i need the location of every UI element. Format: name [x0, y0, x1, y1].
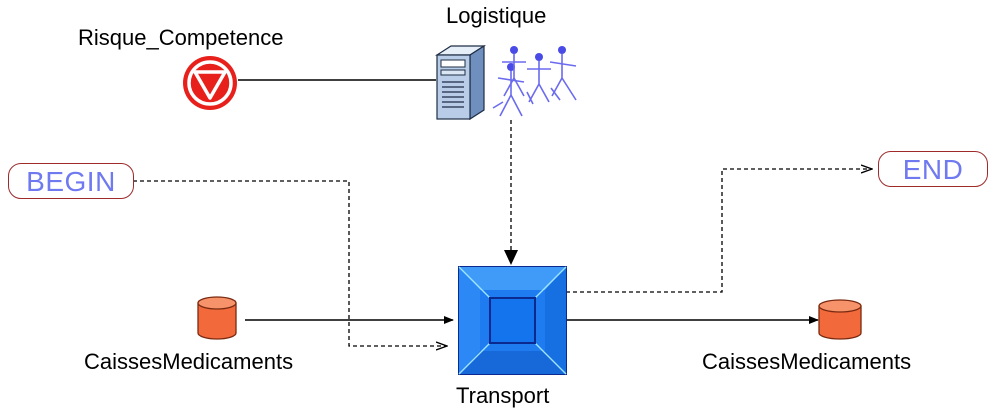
activity-label: Transport [456, 383, 550, 408]
stop-risk-icon[interactable] [183, 56, 237, 110]
begin-flow-line [133, 180, 447, 346]
resource-flow-arrowhead [504, 250, 518, 265]
end-node[interactable]: END [878, 151, 988, 187]
server-icon[interactable] [434, 44, 487, 121]
database-cylinder-icon[interactable] [818, 299, 862, 340]
database-cylinder-icon[interactable] [197, 296, 237, 340]
output-data-label: CaissesMedicaments [702, 349, 912, 374]
end-flow-line [566, 169, 872, 293]
risk-label: Risque_Competence [78, 25, 284, 50]
people-group-icon[interactable] [492, 46, 577, 117]
resource-label: Logistique [446, 3, 547, 28]
activity-box-icon[interactable] [458, 266, 567, 375]
input-data-label: CaissesMedicaments [84, 349, 294, 374]
begin-node[interactable]: BEGIN [8, 163, 134, 199]
